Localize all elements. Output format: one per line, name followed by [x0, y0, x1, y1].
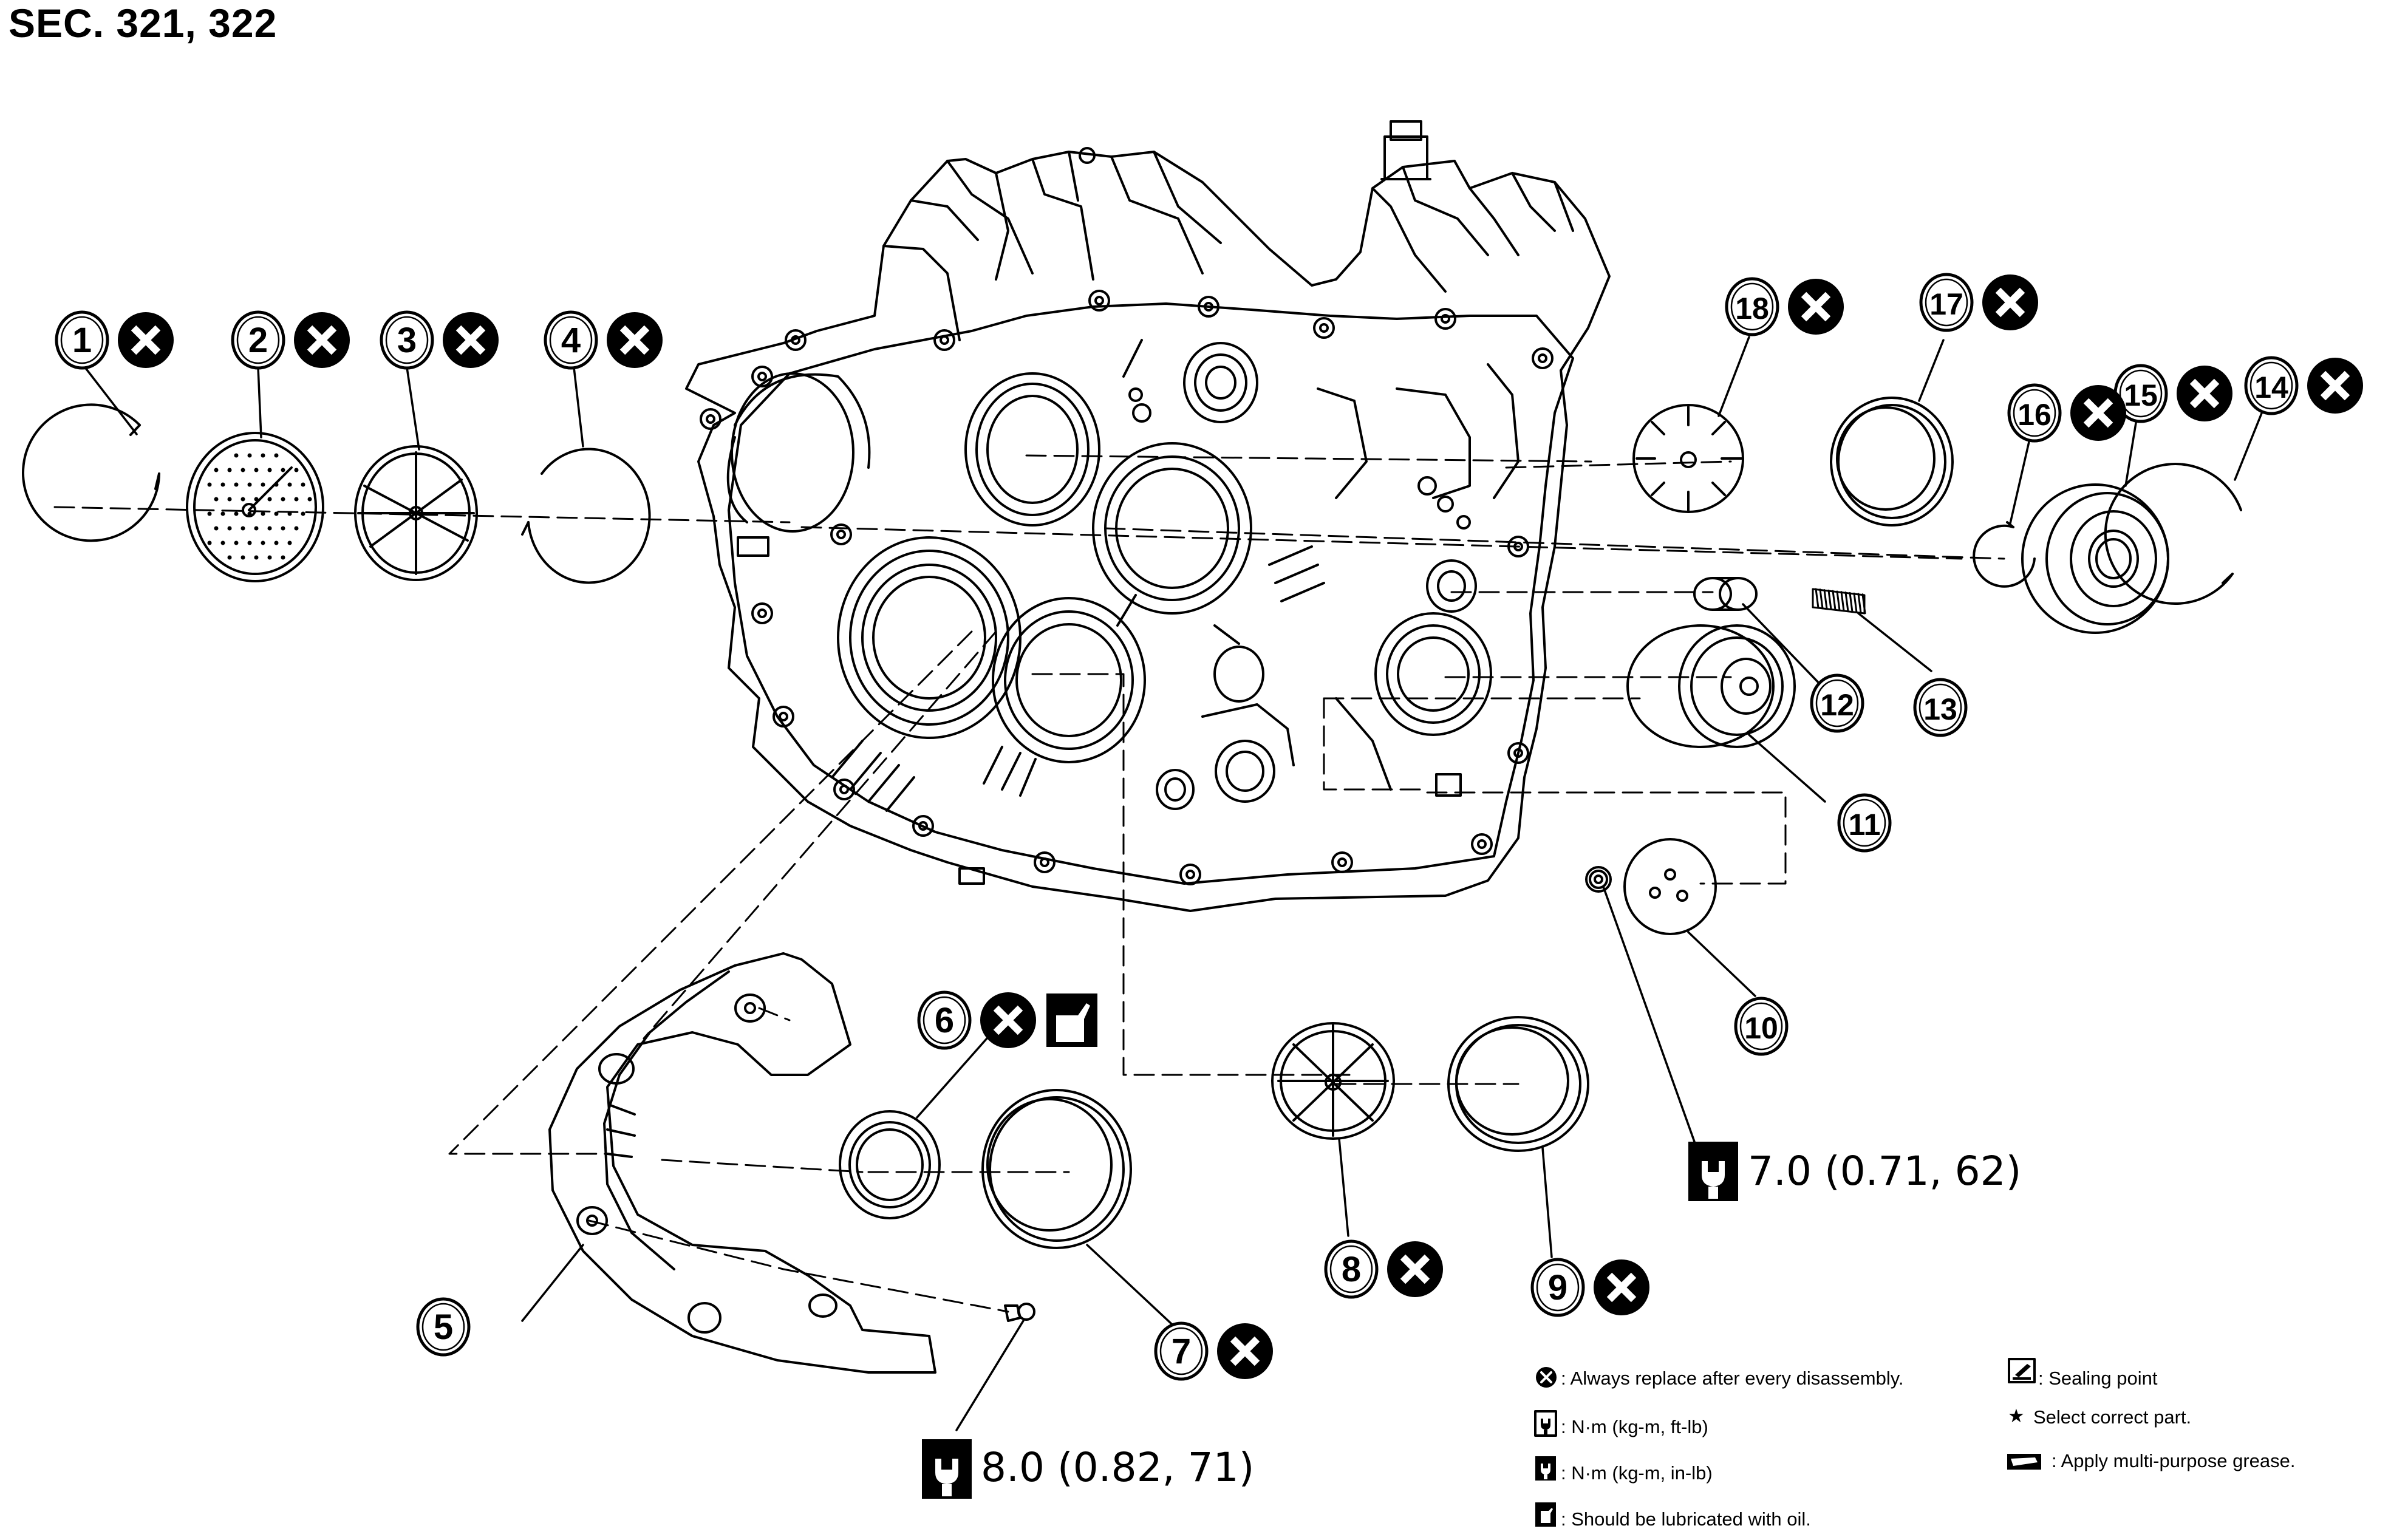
replace-icon [118, 312, 174, 368]
callout-number: 1 [72, 321, 92, 360]
legend-grease-icon [2007, 1454, 2041, 1470]
replace-icon [2070, 385, 2126, 441]
part-5-side-cover [548, 952, 936, 1374]
callout-number: 14 [2254, 370, 2288, 404]
replace-icon [1594, 1259, 1649, 1315]
part-10-plug [1589, 838, 1717, 935]
part-2-perforated-cover [186, 432, 324, 582]
part-11-piston [1626, 624, 1796, 748]
section-title: SEC. 321, 322 [9, 1, 278, 46]
callout-number: 12 [1820, 688, 1854, 722]
part-9-race [1447, 1016, 1589, 1152]
oil-icon [1046, 993, 1097, 1047]
callout-15: 15 [2113, 364, 2232, 423]
cover-bolt [1004, 1303, 1035, 1322]
torque-icon-1 [1688, 1142, 1738, 1201]
legend-grease-label: : Apply multi-purpose grease. [2052, 1450, 2296, 1471]
legend-replace-label: : Always replace after every disassembly… [1561, 1368, 1904, 1389]
callout-number: 2 [248, 321, 268, 360]
callout-number: 16 [2017, 398, 2052, 432]
legend-oil-label: : Should be lubricated with oil. [1561, 1508, 1811, 1530]
callout-2: 2 [231, 310, 350, 370]
part-6-oil-seal [839, 1110, 941, 1219]
callout-number: 5 [434, 1307, 453, 1347]
callout-13: 13 [1913, 678, 1968, 737]
callout-11: 11 [1837, 793, 1892, 853]
callout-5: 5 [416, 1297, 471, 1357]
callout-number: 4 [561, 321, 581, 360]
legend-sealing-label: : Sealing point [2038, 1368, 2158, 1389]
callout-4: 4 [544, 310, 663, 370]
part-4-snap-ring [521, 448, 651, 584]
part-1-snap-ring [22, 403, 160, 542]
drain-bolt [1585, 866, 1612, 893]
legend-select-label: Select correct part. [2033, 1406, 2192, 1428]
legend-select-star: ★ [2008, 1405, 2025, 1426]
callout-number: 3 [397, 321, 417, 360]
callout-12: 12 [1810, 673, 1864, 733]
callout-number: 8 [1342, 1250, 1361, 1289]
legend-nm-inlb-label: : N·m (kg-m, in-lb) [1561, 1462, 1713, 1484]
part-17-race [1830, 397, 1954, 527]
part-12-sleeve [1693, 577, 1758, 611]
legend-nm-ftlb-label: : N·m (kg-m, ft-lb) [1561, 1416, 1708, 1437]
callout-18: 18 [1725, 277, 1844, 336]
replace-icon [294, 312, 350, 368]
legend-torque-inlb-icon [1535, 1456, 1556, 1481]
torque-value-2: 8.0 (0.82, 71) [981, 1444, 1255, 1491]
torque-icon-2 [922, 1439, 972, 1499]
callout-number: 9 [1548, 1268, 1567, 1307]
callout-14: 14 [2244, 356, 2363, 415]
callout-8: 8 [1324, 1239, 1443, 1299]
legend-replace-icon [1536, 1367, 1557, 1388]
callout-10: 10 [1734, 997, 1789, 1056]
callout-9: 9 [1530, 1258, 1649, 1317]
callout-6: 6 [917, 990, 1097, 1050]
part-14-snap-ring [2104, 463, 2242, 605]
replace-icon [2307, 358, 2363, 414]
flange-bolts [700, 290, 1554, 885]
callout-17: 17 [1919, 273, 2038, 332]
part-3-spoke-plate [354, 445, 478, 581]
legend-icons [1534, 1367, 1557, 1527]
replace-icon [443, 312, 499, 368]
part-16-snap-ring [1973, 521, 2036, 588]
legend-oil-icon [1535, 1502, 1556, 1527]
torque-value-1: 7.0 (0.71, 62) [1748, 1148, 2022, 1194]
callout-1: 1 [55, 310, 174, 370]
callout-number: 6 [935, 1001, 954, 1040]
callout-number: 15 [2124, 378, 2158, 412]
callout-16: 16 [2007, 383, 2126, 443]
part-18-spoke-plate [1632, 404, 1744, 513]
part-8-spoke-plate [1271, 1022, 1395, 1140]
part-7-race [981, 1089, 1132, 1249]
callout-number: 17 [1929, 287, 1963, 321]
part-13-spring [1812, 588, 1866, 615]
replace-icon [1387, 1241, 1443, 1297]
callout-number: 10 [1744, 1011, 1778, 1045]
callout-number: 18 [1735, 291, 1769, 325]
callout-3: 3 [380, 310, 499, 370]
legend-sealing-icon [2008, 1358, 2036, 1383]
leader-lines [84, 336, 2263, 1431]
replace-icon [1982, 274, 2038, 330]
replace-icon [1217, 1323, 1273, 1379]
callout-number: 11 [1849, 808, 1881, 842]
callout-number: 7 [1172, 1332, 1191, 1371]
replace-icon [2177, 366, 2232, 421]
replace-icon [607, 312, 663, 368]
part-15-bearing [2021, 483, 2169, 634]
callout-7: 7 [1154, 1321, 1273, 1381]
replace-icon [1788, 279, 1844, 335]
legend-torque-ftlb-icon [1534, 1410, 1557, 1437]
callout-number: 13 [1923, 692, 1957, 726]
replace-icon [980, 992, 1036, 1048]
